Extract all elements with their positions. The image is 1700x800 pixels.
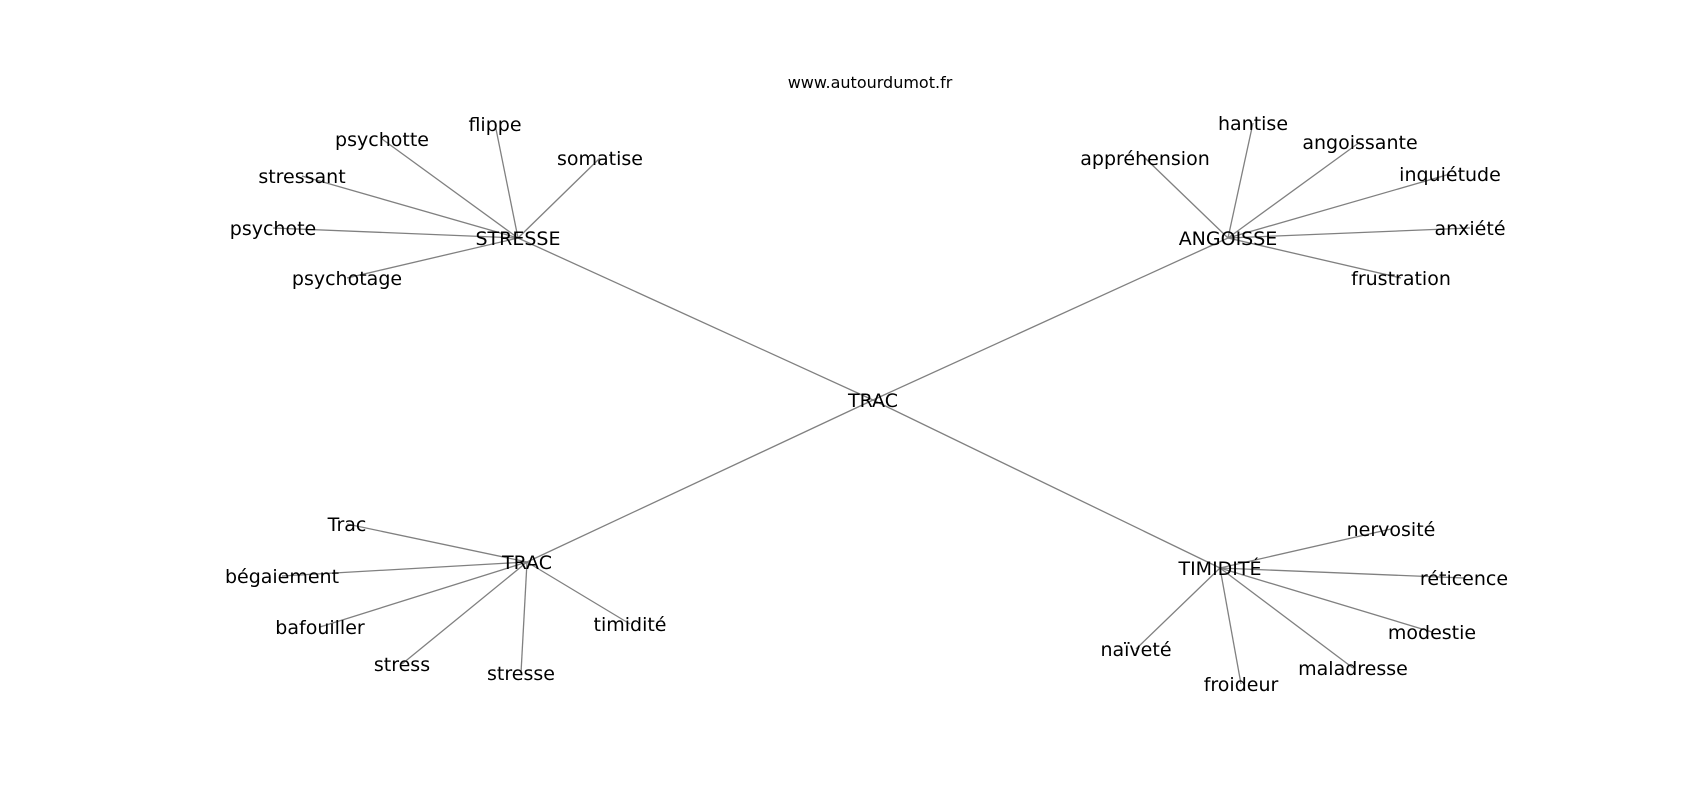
node-leaf: Trac <box>327 514 367 536</box>
node-cluster-trac2: TRAC <box>501 552 552 574</box>
edges-layer <box>272 122 1471 685</box>
node-leaf: inquiétude <box>1399 164 1501 186</box>
edge-timidite-leaf <box>1219 528 1392 569</box>
source-label: www.autourdumot.fr <box>788 73 953 92</box>
labels-layer: www.autourdumot.fr TRAC STRESSE flippe psyc… <box>225 73 1508 696</box>
node-leaf: naïveté <box>1100 639 1171 661</box>
node-leaf: frustration <box>1351 268 1451 290</box>
node-leaf: stresse <box>487 663 555 685</box>
node-leaf: anxiété <box>1434 218 1505 240</box>
edge-center-angoisse <box>872 237 1229 401</box>
node-leaf: nervosité <box>1347 519 1436 541</box>
edge-trac2-leaf <box>319 561 528 628</box>
node-leaf: psychotte <box>335 129 429 151</box>
edge-angoisse-leaf <box>1227 237 1402 279</box>
node-leaf: flippe <box>468 114 521 136</box>
node-leaf: timidité <box>594 614 667 636</box>
edge-trac2-leaf <box>401 561 528 665</box>
edge-center-stresse <box>517 237 874 401</box>
edge-timidite-leaf <box>1219 567 1354 669</box>
edge-stresse-leaf <box>494 123 519 239</box>
node-leaf: modestie <box>1388 622 1476 644</box>
edge-center-timidite <box>872 399 1221 569</box>
node-leaf: stress <box>374 654 430 676</box>
edge-angoisse-leaf <box>1227 173 1451 239</box>
node-leaf: bafouiller <box>275 617 365 639</box>
edge-stresse-leaf <box>272 227 519 239</box>
node-leaf: maladresse <box>1298 658 1408 680</box>
node-leaf: psychote <box>230 218 316 240</box>
edge-angoisse-leaf <box>1144 157 1229 239</box>
node-leaf: psychotage <box>292 268 402 290</box>
node-cluster-stresse: STRESSE <box>476 228 561 250</box>
edge-trac2-leaf <box>526 561 631 625</box>
edge-stresse-leaf <box>346 237 519 279</box>
node-center: TRAC <box>847 390 898 412</box>
node-leaf: appréhension <box>1080 148 1209 170</box>
node-leaf: angoissante <box>1302 132 1417 154</box>
edge-trac2-leaf <box>281 561 528 577</box>
node-leaf: somatise <box>557 148 643 170</box>
edge-angoisse-leaf <box>1227 141 1361 239</box>
edge-angoisse-leaf <box>1227 227 1471 239</box>
edge-angoisse-leaf <box>1227 122 1254 239</box>
node-cluster-timidite: TIMIDITÉ <box>1177 557 1261 580</box>
node-leaf: bégaiement <box>225 566 339 588</box>
node-leaf: froideur <box>1204 674 1279 696</box>
node-leaf: réticence <box>1420 568 1508 590</box>
edge-trac2-leaf <box>520 561 528 674</box>
node-leaf: hantise <box>1218 113 1288 135</box>
node-cluster-angoisse: ANGOISSE <box>1179 228 1278 250</box>
edge-timidite-leaf <box>1135 567 1221 650</box>
edge-timidite-leaf <box>1219 567 1433 633</box>
edge-timidite-leaf <box>1219 567 1242 685</box>
edge-timidite-leaf <box>1219 567 1465 579</box>
edge-center-trac2 <box>526 399 874 563</box>
edge-stresse-leaf <box>301 175 519 239</box>
edge-stresse-leaf <box>517 157 601 239</box>
node-leaf: stressant <box>258 166 345 188</box>
edge-stresse-leaf <box>381 138 519 239</box>
edge-trac2-leaf <box>346 523 528 563</box>
